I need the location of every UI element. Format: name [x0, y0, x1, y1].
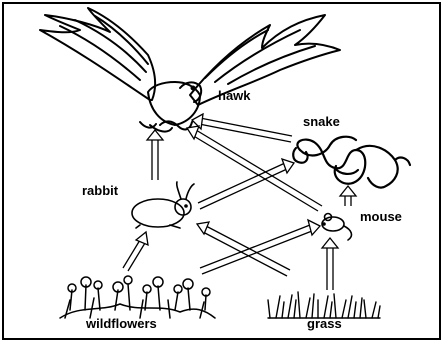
arrow-rabbit-to-hawk — [147, 130, 163, 180]
arrow-grass-to-mouse — [322, 238, 338, 290]
wildflowers-drawing — [60, 276, 215, 318]
mouse-drawing — [322, 214, 351, 241]
arrow-rabbit-to-snake — [198, 159, 294, 209]
snake-drawing — [293, 137, 410, 188]
rabbit-drawing — [132, 182, 194, 228]
label-mouse: mouse — [360, 209, 402, 224]
label-wildflowers: wildflowers — [86, 316, 157, 331]
arrow-grass-to-rabbit — [197, 222, 290, 276]
label-rabbit: rabbit — [82, 183, 118, 198]
grass-drawing — [268, 292, 380, 318]
arrow-wildflowers-to-mouse — [200, 220, 320, 274]
energy-arrows — [123, 114, 356, 290]
label-hawk: hawk — [218, 88, 251, 103]
hawk-drawing — [40, 8, 340, 132]
arrow-mouse-to-snake — [340, 186, 356, 206]
label-snake: snake — [303, 114, 340, 129]
arrow-wildflowers-to-rabbit — [123, 232, 148, 271]
label-grass: grass — [307, 316, 342, 331]
arrow-snake-to-hawk — [192, 114, 292, 142]
